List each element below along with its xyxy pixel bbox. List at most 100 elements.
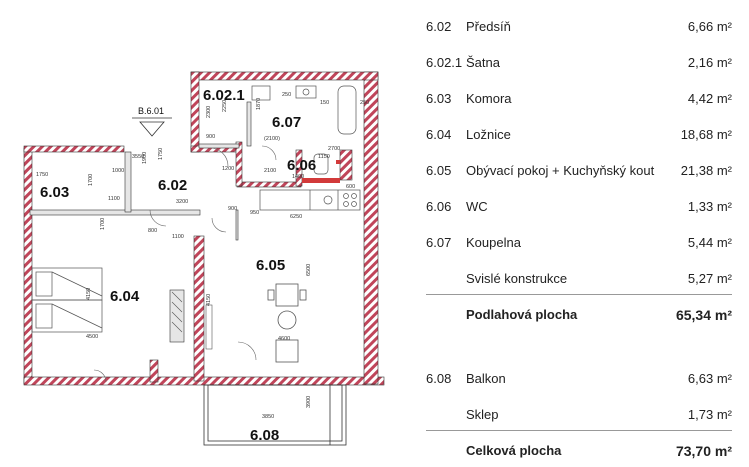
dim-label: 900 [228, 206, 237, 212]
svg-text:B.6.01: B.6.01 [138, 106, 164, 116]
dim-label: 250 [282, 92, 291, 98]
room-area: 1,73 m² [687, 407, 732, 422]
bed-furniture [31, 267, 103, 333]
dim-label: 1700 [88, 174, 94, 186]
area-row-6-03: 6.03 Komora 4,42 m² [426, 88, 732, 110]
room-area: 65,34 m² [675, 307, 732, 323]
dim-label: 1100 [108, 196, 120, 202]
stair-marker: B.6.01 [132, 106, 172, 137]
room-code: 6.03 [426, 91, 452, 106]
dim-label: 150 [320, 100, 329, 106]
dim-label: 1100 [172, 234, 184, 240]
room-code: 6.08 [426, 371, 452, 386]
dim-label: 1700 [100, 218, 106, 230]
dim-label: 1900 [142, 152, 148, 164]
room-code: 6.02.1 [426, 55, 463, 70]
room-area: 1,33 m² [687, 199, 732, 214]
area-row-sklep: Sklep 1,73 m² [426, 404, 732, 426]
area-row-6-06: 6.06 WC 1,33 m² [426, 196, 732, 218]
area-row-6-04: 6.04 Ložnice 18,68 m² [426, 124, 732, 146]
room-name: Komora [466, 91, 512, 106]
area-row-6-05: 6.05 Obývací pokoj + Kuchyňský kout 21,3… [426, 160, 732, 182]
dim-label: (2100) [264, 136, 280, 142]
room-code: 6.02 [426, 19, 452, 34]
dim-label: 4150 [206, 294, 212, 306]
dim-label: 3900 [306, 396, 312, 408]
room-area: 5,27 m² [687, 271, 732, 286]
room-name: Ložnice [466, 127, 511, 142]
room-code: 6.04 [426, 127, 452, 142]
dim-label: 1750 [158, 148, 164, 160]
dim-label: 2250 [222, 100, 228, 112]
kitchen-counter [259, 189, 361, 211]
room-area: 18,68 m² [680, 127, 732, 142]
area-row-svisle: Svislé konstrukce 5,27 m² [426, 268, 732, 290]
divider [426, 294, 732, 295]
dim-label: 4150 [86, 288, 92, 300]
dim-label: 6500 [306, 264, 312, 276]
room-name: Podlahová plocha [466, 307, 578, 322]
dim-label: 1870 [256, 98, 262, 110]
interior-partitions [29, 101, 252, 343]
red-accent-bar [302, 178, 340, 183]
balcony-outline [203, 384, 347, 446]
room-label-6-02: 6.02 [158, 177, 187, 194]
room-name: WC [466, 199, 488, 214]
room-area: 2,16 m² [687, 55, 732, 70]
room-area: 21,38 m² [680, 163, 732, 178]
dim-label: 1000 [112, 168, 124, 174]
area-row-podlahova: Podlahová plocha 65,34 m² [426, 304, 732, 326]
room-name: Obývací pokoj + Kuchyňský kout [466, 163, 655, 178]
room-name: Šatna [466, 55, 500, 70]
dim-label: 3200 [176, 199, 188, 205]
room-label-6-08: 6.08 [250, 427, 279, 444]
dim-label: 4600 [278, 336, 290, 342]
dim-label: 250 [360, 100, 369, 106]
exterior-walls [23, 71, 385, 386]
red-accent-dot [336, 160, 340, 164]
area-row-celkova: Celková plocha 73,70 m² [426, 440, 732, 462]
room-code: 6.07 [426, 235, 452, 250]
dining-table [267, 283, 307, 363]
room-label-6-06: 6.06 [287, 157, 316, 174]
dim-label: 6250 [290, 214, 302, 220]
dim-label: 2700 [328, 146, 340, 152]
dim-label: 3550 [132, 154, 144, 160]
door-swings [93, 145, 277, 383]
room-label-6-07: 6.07 [272, 114, 301, 131]
dim-label: 600 [346, 184, 355, 190]
room-name: Balkon [466, 371, 506, 386]
dim-label: 900 [206, 134, 215, 140]
room-name: Svislé konstrukce [466, 271, 568, 286]
room-name: Celková plocha [466, 443, 562, 458]
room-name: Sklep [466, 407, 499, 422]
room-code: 6.05 [426, 163, 452, 178]
dim-label: 1400 [292, 174, 304, 180]
room-area: 4,42 m² [687, 91, 732, 106]
room-area: 6,66 m² [687, 19, 732, 34]
area-row-6-07: 6.07 Koupelna 5,44 m² [426, 232, 732, 254]
room-label-6-05: 6.05 [256, 257, 285, 274]
area-row-6-02-1: 6.02.1 Šatna 2,16 m² [426, 52, 732, 74]
room-area: 73,70 m² [675, 443, 732, 459]
dim-label: 950 [250, 210, 259, 216]
bath-fixtures [251, 85, 357, 175]
dim-label: 1200 [222, 166, 234, 172]
wardrobe-hatch [171, 291, 213, 350]
divider [426, 430, 732, 431]
area-row-6-08: 6.08 Balkon 6,63 m² [426, 368, 732, 390]
dim-label: 3850 [262, 414, 274, 420]
area-row-6-02: 6.02 Předsíň 6,66 m² [426, 16, 732, 38]
dim-label: 2100 [264, 168, 276, 174]
room-code: 6.06 [426, 199, 452, 214]
dim-label: 2300 [206, 106, 212, 118]
dim-label: 800 [148, 228, 157, 234]
dim-label: 1150 [318, 154, 330, 160]
room-label-6-03: 6.03 [40, 184, 69, 201]
dim-label: 4500 [86, 334, 98, 340]
floor-plan: B.6.01 6.02.1 6.07 6.03 6.02 6.06 6.04 6… [23, 71, 385, 446]
room-name: Koupelna [466, 235, 521, 250]
room-area: 6,63 m² [687, 371, 732, 386]
room-label-6-04: 6.04 [110, 288, 140, 305]
room-name: Předsíň [466, 19, 511, 34]
